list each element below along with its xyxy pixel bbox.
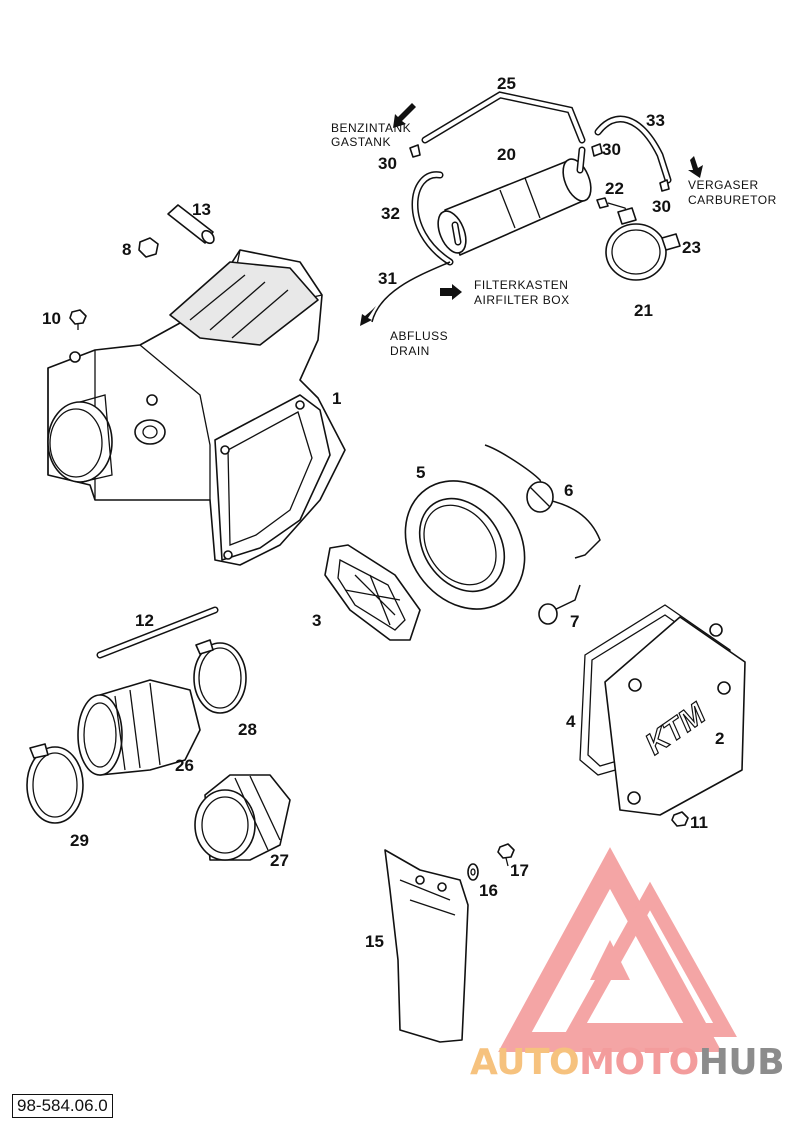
label-part-20: 20 (497, 145, 516, 164)
fuel-hoses (371, 91, 672, 323)
label-part-32: 32 (381, 204, 400, 223)
wire-clip-part (484, 444, 601, 559)
airbox-part (47, 249, 346, 566)
label-part-15: 15 (365, 932, 384, 951)
side-cover-part: KTM (604, 616, 746, 816)
note-gastank-de: BENZINTANK (331, 121, 411, 135)
label-part-25: 25 (497, 74, 516, 93)
label-part-21: 21 (634, 301, 653, 320)
filter-clamp-part (596, 197, 681, 281)
pin-part (538, 584, 581, 625)
arrow-gastank (393, 103, 416, 128)
label-part-27: 27 (270, 851, 289, 870)
label-part-26: 26 (175, 756, 194, 775)
label-part-5: 5 (416, 463, 425, 482)
clamp-29-part (26, 743, 84, 824)
label-part-16: 16 (479, 881, 498, 900)
label-part-10: 10 (42, 309, 61, 328)
label-part-2: 2 (715, 729, 724, 748)
note-gastank-en: GASTANK (331, 135, 391, 149)
label-part-8: 8 (122, 240, 131, 259)
screw-part (69, 309, 87, 330)
direction-arrows (360, 103, 703, 326)
washer-part (467, 863, 479, 881)
label-part-30-a: 30 (378, 154, 397, 173)
label-part-28: 28 (238, 720, 257, 739)
label-part-7: 7 (570, 612, 579, 631)
watermark-moto: MOTO (579, 1042, 699, 1083)
intake-boot-part (77, 679, 201, 776)
label-part-30-b: 30 (602, 140, 621, 159)
breather-hose-part (96, 606, 219, 659)
fuel-filter-part (437, 158, 592, 256)
label-part-6: 6 (564, 481, 573, 500)
arrow-drain (360, 306, 376, 326)
watermark-hub: HUB (698, 1042, 785, 1083)
label-part-11: 11 (690, 813, 708, 832)
connector-boot-part (194, 774, 291, 861)
label-part-12: 12 (135, 611, 154, 630)
note-airbox-de: FILTERKASTEN (474, 278, 568, 292)
watermark-logo (498, 847, 737, 1052)
label-part-30-c: 30 (652, 197, 671, 216)
label-part-29: 29 (70, 831, 89, 850)
arrow-carb (688, 156, 703, 178)
nut-part (138, 237, 159, 258)
note-airbox-en: AIRFILTER BOX (474, 293, 570, 307)
filter-element-part (404, 480, 526, 610)
filter-cage-part (324, 544, 421, 641)
label-part-4: 4 (566, 712, 576, 731)
label-part-22: 22 (605, 179, 624, 198)
hose-clips (409, 143, 670, 192)
label-part-1: 1 (332, 389, 341, 408)
note-drain-de: ABFLUSS (390, 329, 448, 343)
label-part-23: 23 (682, 238, 701, 257)
screw-11-part (671, 811, 689, 827)
note-carb-de: VERGASER (688, 178, 759, 192)
label-part-13: 13 (192, 200, 211, 219)
label-part-33: 33 (646, 111, 665, 130)
note-carb-en: CARBURETOR (688, 193, 777, 207)
label-part-31: 31 (378, 269, 397, 288)
mud-flap-part (384, 849, 469, 1043)
watermark-text: AUTOMOTOHUB (470, 1042, 785, 1083)
clamp-28-part (193, 639, 247, 714)
screw-17-part (497, 843, 515, 867)
label-part-3: 3 (312, 611, 321, 630)
connection-notes: BENZINTANK GASTANK VERGASER CARBURETOR F… (331, 121, 777, 358)
sleeve-part (167, 204, 215, 245)
watermark-auto: AUTO (470, 1042, 580, 1083)
part-labels: 1 2 3 4 5 6 7 8 10 11 12 13 15 16 17 20 … (42, 74, 724, 951)
label-part-17: 17 (510, 861, 529, 880)
note-drain-en: DRAIN (390, 344, 430, 358)
arrow-airbox (440, 284, 462, 300)
reference-code: 98-584.06.0 (12, 1094, 113, 1118)
